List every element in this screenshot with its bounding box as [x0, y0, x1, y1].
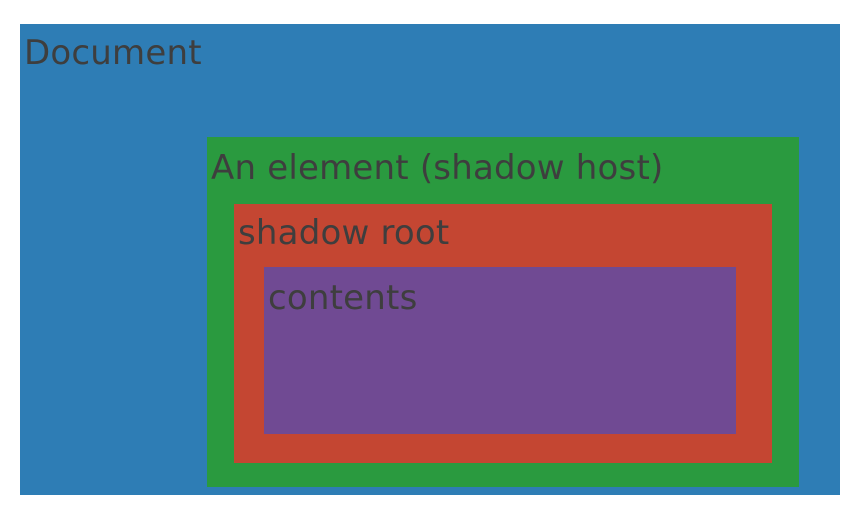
- shadow-host-label: An element (shadow host): [211, 148, 664, 188]
- shadow-root-label: shadow root: [238, 213, 450, 253]
- contents-label: contents: [268, 278, 418, 318]
- document-label: Document: [24, 33, 202, 73]
- contents-box: contents: [264, 267, 736, 434]
